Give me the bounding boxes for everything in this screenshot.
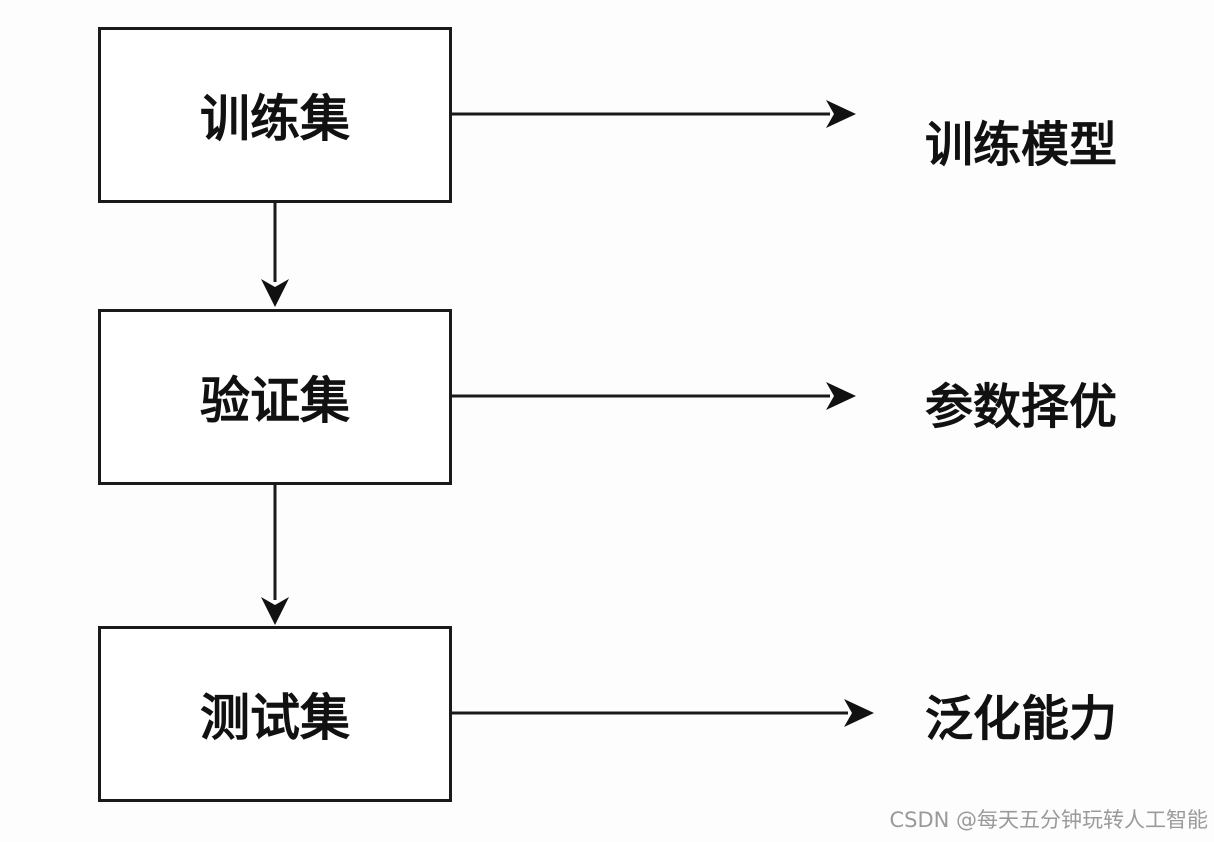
box-test-set: 测试集 [98,626,452,802]
outcome-train-model: 训练模型 [925,117,1118,173]
box-training-set: 训练集 [98,27,452,203]
outcome-generalization: 泛化能力 [925,691,1118,747]
box-training-set-label: 训练集 [200,90,350,148]
arrow-train-to-model [452,100,856,128]
outcome-parameter-selection: 参数择优 [925,379,1118,435]
arrow-train-to-val [261,203,289,307]
arrow-val-to-test [261,485,289,625]
arrow-val-to-params [452,382,856,410]
watermark-text: CSDN @每天五分钟玩转人工智能 [889,808,1208,832]
box-validation-set-label: 验证集 [200,372,350,430]
box-validation-set: 验证集 [98,309,452,485]
arrow-test-to-generalization [452,699,874,727]
box-test-set-label: 测试集 [200,689,350,747]
